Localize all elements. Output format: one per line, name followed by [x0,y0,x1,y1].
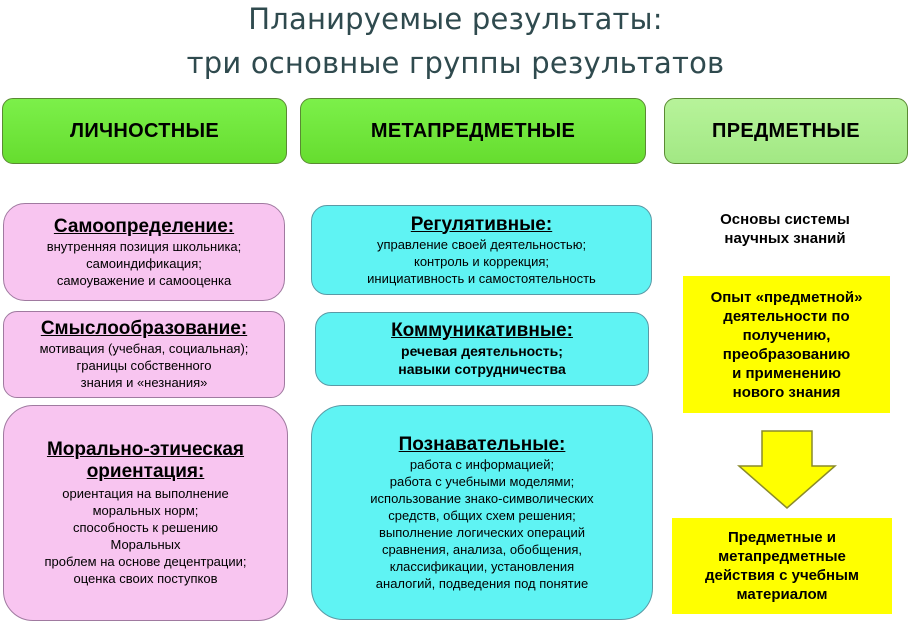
actions-line: материалом [736,586,828,603]
regulatory-line: контроль и коррекция; [413,253,549,269]
personal-self-determination: Самоопределение: внутренняя позиция школ… [3,203,285,301]
subject-basics: Основы системы научных знаний [680,210,890,248]
moral-line: ориентация на выполнение [62,486,229,501]
meta-communicative: Коммуникативные: речевая деятельность; н… [315,312,649,386]
sense-heading: Смыслообразование: [40,318,248,339]
header-subject: ПРЕДМЕТНЫЕ [664,98,908,164]
cognitive-line: сравнения, анализа, обобщения, [381,541,583,557]
basics-line: Основы системы [720,211,850,228]
meta-cognitive: Познавательные: работа с информацией; ра… [311,405,653,620]
cognitive-line: аналогий, подведения под понятие [375,575,589,591]
communicative-line: навыки сотрудничества [398,361,566,377]
personal-moral-orientation: Морально-этическая ориентация: ориентаци… [3,405,288,621]
self-line: внутренняя позиция школьника; [46,238,242,254]
moral-line: моральных норм; [92,503,199,518]
actions-line: Предметные и [727,529,836,546]
actions-line: метапредметные [718,548,846,565]
cognitive-heading: Познавательные: [398,433,566,455]
experience-line: преобразованию [722,345,851,363]
page-title-line1: Планируемые результаты: [248,2,663,36]
regulatory-heading: Регулятивные: [410,213,553,235]
communicative-line: речевая деятельность; [401,343,563,359]
experience-line: получению, [742,326,831,344]
moral-heading-1: Морально-этическая [46,439,245,460]
sense-line: знания и «незнания» [80,375,208,390]
self-heading: Самоопределение: [53,215,235,237]
self-line: самоуважение и самооценка [56,272,232,288]
basics-line: научных знаний [724,230,846,247]
personal-sense-formation: Смыслообразование: мотивация (учебная, с… [3,311,285,398]
arrow-down-icon [737,430,837,509]
moral-line: проблем на основе децентрации; [44,554,247,569]
experience-line: и применению [732,364,841,382]
cognitive-line: классификации, установления [389,558,575,574]
cognitive-line: использование знако-символических [370,490,594,506]
cognitive-line: средств, общих схем решения; [388,507,576,523]
regulatory-line: инициативность и самостоятельность [367,270,596,286]
actions-line: действия с учебным [704,567,860,584]
experience-line: деятельности по [723,307,850,325]
experience-line: нового знания [732,383,841,401]
sense-line: границы собственного [76,358,212,373]
self-line: самоиндификация; [86,255,202,271]
moral-heading-2: ориентация: [86,461,205,482]
cognitive-line: выполнение логических операций [379,524,585,540]
moral-line: Моральных [110,537,181,552]
moral-line: оценка своих поступков [73,571,218,586]
moral-line: способность к решению [73,520,218,535]
meta-regulatory: Регулятивные: управление своей деятельно… [311,205,652,295]
cognitive-line: работа с учебными моделями; [389,473,575,489]
cognitive-line: работа с информацией; [409,456,555,472]
subject-experience: Опыт «предметной» деятельности по получе… [683,276,890,413]
header-meta: МЕТАПРЕДМЕТНЫЕ [300,98,646,164]
communicative-heading: Коммуникативные: [391,320,573,341]
page-title-line2: три основные группы результатов [186,46,725,80]
subject-actions: Предметные и метапредметные действия с у… [672,518,892,614]
regulatory-line: управление своей деятельностью; [376,236,587,252]
header-personal: ЛИЧНОСТНЫЕ [2,98,287,164]
sense-line: мотивация (учебная, социальная); [39,341,249,356]
experience-line: Опыт «предметной» [710,288,863,306]
